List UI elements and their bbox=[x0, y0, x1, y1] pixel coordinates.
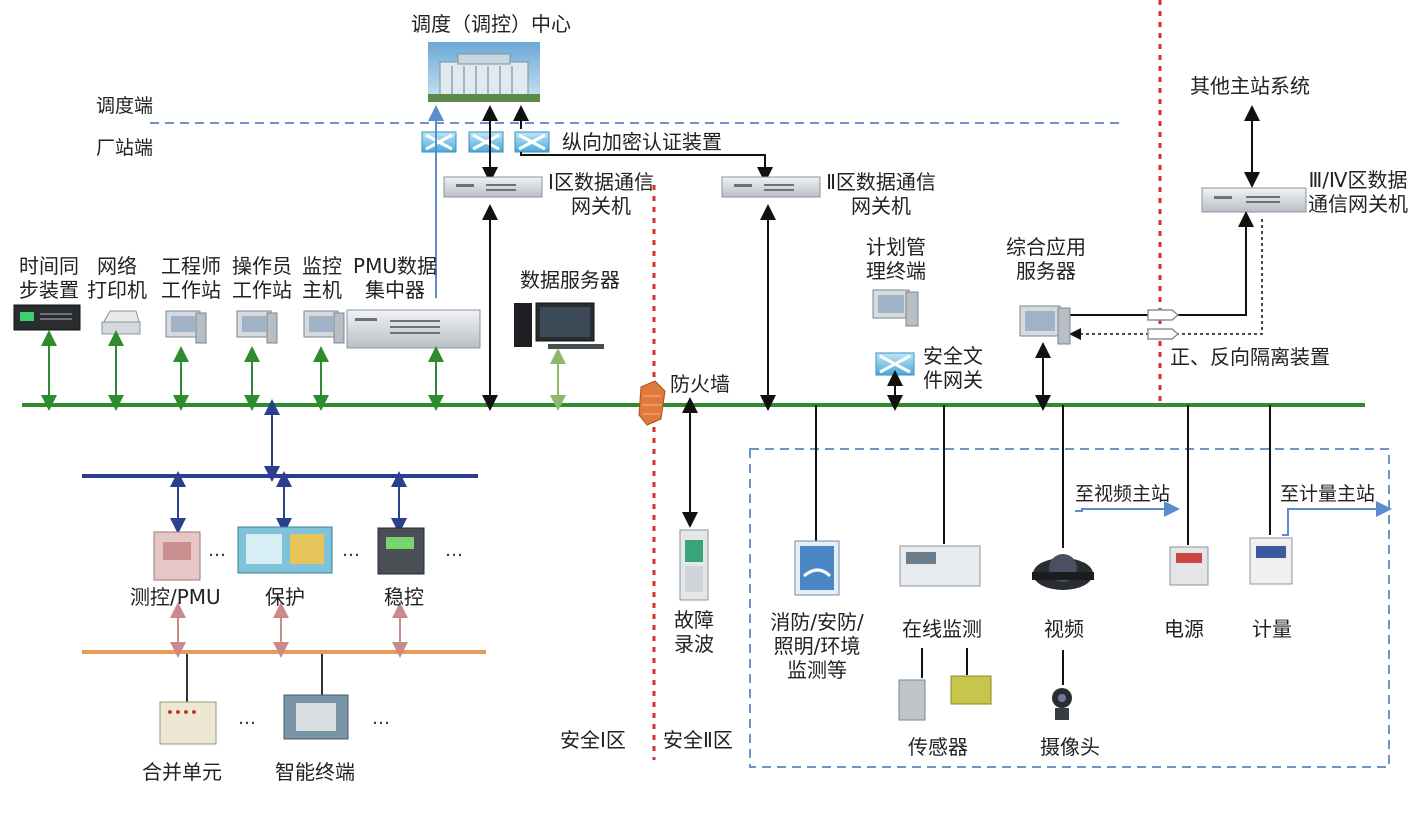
protection-device-icon bbox=[237, 526, 333, 574]
ellipsis-4: … bbox=[238, 708, 258, 729]
encryption-device-icon bbox=[421, 131, 550, 153]
online-monitor-icon bbox=[899, 545, 981, 587]
zone1-gateway-label: Ⅰ区数据通信网关机 bbox=[548, 170, 654, 218]
monitor-host-label: 监控主机 bbox=[302, 254, 342, 302]
ellipsis-3: … bbox=[445, 540, 465, 561]
video-camera-icon bbox=[1032, 554, 1094, 590]
sensor-label: 传感器 bbox=[908, 735, 968, 759]
pmu-concentrator-label: PMU数据集中器 bbox=[353, 254, 437, 302]
ellipsis-5: … bbox=[372, 708, 392, 729]
isolation-device-icon bbox=[1147, 309, 1180, 340]
fault-recorder-label: 故障录波 bbox=[674, 608, 714, 656]
engineer-ws-label: 工程师工作站 bbox=[161, 254, 221, 302]
zone2-gateway-label: Ⅱ区数据通信网关机 bbox=[826, 170, 936, 218]
stability-label: 稳控 bbox=[384, 585, 424, 609]
metering-device-icon bbox=[1249, 537, 1293, 585]
dispatch-side-label: 调度端 bbox=[96, 95, 154, 117]
protection-label: 保护 bbox=[265, 585, 305, 609]
camera-icon bbox=[1052, 688, 1072, 720]
isolation-device-label: 正、反向隔离装置 bbox=[1170, 345, 1330, 369]
network-printer-icon bbox=[101, 310, 141, 335]
measure-pmu-label: 测控/PMU bbox=[130, 585, 221, 609]
stability-device-icon bbox=[377, 527, 425, 575]
video-label: 视频 bbox=[1044, 617, 1084, 641]
online-monitor-label: 在线监测 bbox=[902, 617, 982, 641]
monitor-host-icon bbox=[303, 310, 345, 344]
secure-file-gateway-icon bbox=[875, 352, 915, 376]
ellipsis-1: … bbox=[208, 540, 228, 561]
operator-workstation-icon bbox=[236, 310, 278, 344]
zone2-gateway-icon bbox=[721, 176, 821, 198]
zone1-gateway-icon bbox=[443, 176, 543, 198]
firewall-label: 防火墙 bbox=[670, 372, 730, 396]
pmu-concentrator-icon bbox=[346, 309, 481, 349]
zone2-label: 安全Ⅱ区 bbox=[663, 728, 733, 752]
plan-terminal-icon bbox=[872, 289, 919, 327]
network-printer-label: 网络打印机 bbox=[87, 254, 147, 302]
ellipsis-2: … bbox=[342, 540, 362, 561]
secure-file-gw-label: 安全文件网关 bbox=[923, 344, 983, 392]
control-center-building-icon bbox=[428, 42, 540, 102]
other-master-label: 其他主站系统 bbox=[1190, 74, 1310, 98]
operator-ws-label: 操作员工作站 bbox=[232, 254, 292, 302]
power-label: 电源 bbox=[1164, 617, 1204, 641]
merging-unit-label: 合并单元 bbox=[142, 760, 222, 784]
app-server-icon bbox=[1019, 305, 1071, 345]
power-device-icon bbox=[1169, 546, 1209, 586]
zone1-label: 安全Ⅰ区 bbox=[560, 728, 626, 752]
time-sync-device-icon bbox=[13, 304, 81, 331]
camera-label: 摄像头 bbox=[1040, 735, 1100, 759]
measure-pmu-device-icon bbox=[153, 531, 201, 581]
encryption-device-label: 纵向加密认证装置 bbox=[562, 130, 722, 154]
smart-terminal-icon bbox=[283, 694, 349, 740]
engineer-workstation-icon bbox=[165, 310, 207, 344]
plan-terminal-label: 计划管理终端 bbox=[866, 235, 926, 283]
fire-security-icon bbox=[794, 540, 840, 596]
control-center-title: 调度（调控）中心 bbox=[411, 12, 571, 36]
zone34-gateway-icon bbox=[1201, 187, 1307, 213]
app-server-label: 综合应用服务器 bbox=[1006, 235, 1086, 283]
smart-terminal-label: 智能终端 bbox=[275, 760, 355, 784]
to-video-master-label: 至视频主站 bbox=[1075, 483, 1171, 505]
zone34-gateway-label: Ⅲ/Ⅳ区数据通信网关机 bbox=[1308, 168, 1408, 216]
merging-unit-icon bbox=[159, 701, 217, 745]
sensor-icon bbox=[898, 675, 992, 721]
to-metering-master-label: 至计量主站 bbox=[1280, 483, 1376, 505]
data-server-icon bbox=[514, 302, 604, 349]
plant-side-label: 厂站端 bbox=[96, 137, 154, 159]
data-server-label: 数据服务器 bbox=[520, 268, 620, 292]
time-sync-label: 时间同步装置 bbox=[19, 254, 79, 302]
zone2-field-box bbox=[749, 448, 1390, 768]
metering-label: 计量 bbox=[1252, 617, 1292, 641]
fault-recorder-icon bbox=[679, 529, 709, 601]
firewall-icon bbox=[638, 380, 666, 426]
fire-security-label: 消防/安防/照明/环境监测等 bbox=[770, 610, 864, 682]
